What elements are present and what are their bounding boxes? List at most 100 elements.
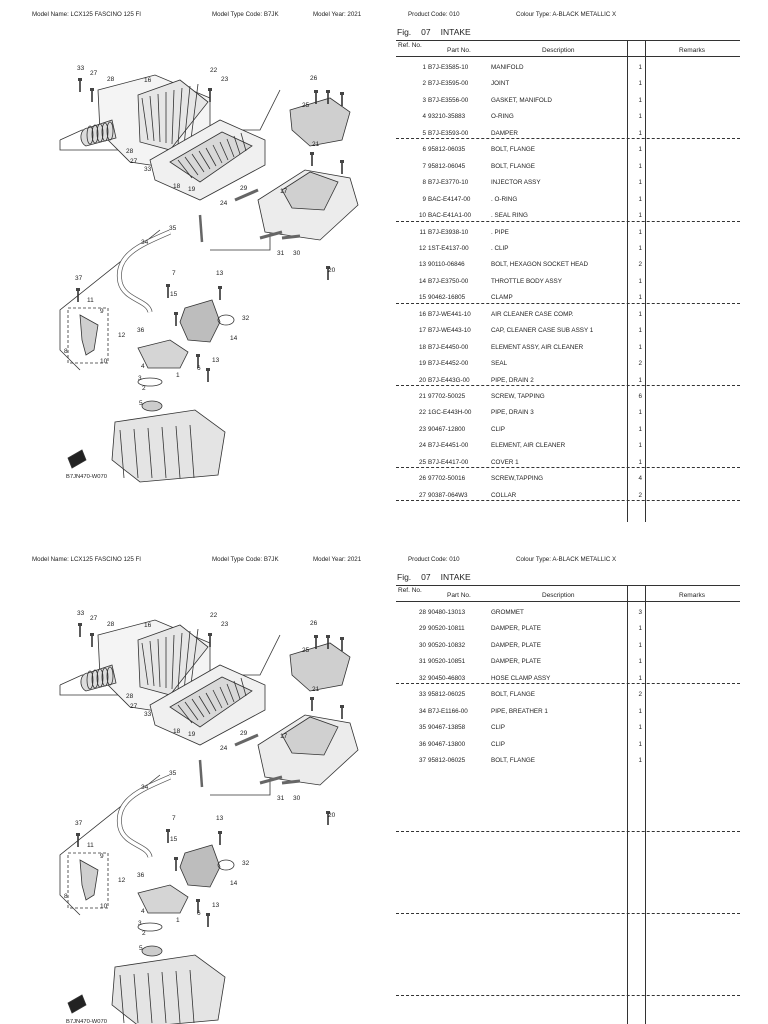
bolt-head [208, 88, 212, 91]
callout-label: 25 [302, 102, 310, 109]
callout-label: 24 [220, 745, 228, 752]
quantity: 1 [638, 757, 642, 765]
row-group-separator [396, 138, 740, 140]
quantity: 1 [638, 64, 642, 71]
callout-label: 10 [100, 903, 108, 910]
header-model-type: Model Type Code: B7JK [212, 11, 279, 18]
ref-number: 3 [422, 96, 426, 104]
quantity: 1 [638, 641, 642, 649]
cylinder-fin [189, 424, 195, 479]
cylinder-fin [161, 971, 167, 1024]
ref-number: 29 [418, 625, 426, 633]
callout-label: 36 [137, 327, 145, 334]
callout-label: 32 [242, 315, 250, 322]
ref-number: 21 [418, 393, 426, 400]
bolt-head [340, 160, 344, 163]
callout-label: 2 [142, 385, 146, 392]
part-description: DAMPER, PLATE [491, 625, 541, 633]
joint-rib [91, 124, 99, 144]
part-number: 1ST-E4137-00 [428, 244, 469, 252]
callout-label: 6 [197, 365, 201, 372]
bolt-head [90, 88, 94, 91]
callout-label: 9 [100, 308, 104, 315]
part-description: . O-RING [491, 195, 518, 203]
part-number: 90520-10832 [428, 641, 466, 649]
part-description: COLLAR [491, 491, 517, 499]
bolt-head [78, 78, 82, 81]
callout-label: 12 [118, 332, 126, 339]
bolt-head [90, 633, 94, 636]
header-part: Part No. [447, 47, 471, 54]
bolt-head [208, 633, 212, 636]
cylinder-fin [189, 969, 195, 1024]
quantity: 1 [638, 658, 642, 666]
part-number: 1GC-E443H-00 [428, 409, 472, 417]
callout-label: 27 [130, 703, 138, 710]
breather-pipe-inner [117, 230, 171, 313]
quantity: 2 [638, 360, 642, 368]
quantity: 1 [638, 277, 642, 285]
part-description: PIPE, DRAIN 3 [491, 409, 534, 417]
quantity: 3 [638, 609, 642, 616]
quantity: 1 [638, 327, 642, 335]
part-number: B7J-E3750-00 [428, 277, 469, 285]
callout-label: 29 [240, 185, 248, 192]
joint-rib [106, 121, 114, 141]
callout-label: 14 [230, 335, 238, 342]
part-description: BOLT, HEXAGON SOCKET HEAD [491, 261, 589, 269]
header-colour-type: Colour Type: A-BLACK METALLIC X [516, 556, 617, 563]
bolt-head [206, 368, 210, 371]
cap-inner [281, 171, 339, 211]
part-description: SCREW, TAPPING [491, 393, 545, 400]
part-number: 95812-06035 [428, 146, 466, 154]
ref-number: 17 [418, 327, 426, 335]
cylinder-fin [147, 427, 153, 479]
quantity: 1 [638, 96, 642, 104]
callout-label: 37 [75, 275, 83, 282]
ref-number: 24 [418, 442, 426, 450]
ref-number: 19 [418, 360, 426, 368]
quantity: 1 [638, 376, 642, 384]
cylinder-fin [161, 426, 167, 479]
bolt-head [310, 152, 314, 155]
callout-label: 37 [75, 820, 83, 827]
quantity: 1 [638, 146, 642, 154]
callout-label: 3 [138, 920, 142, 927]
part-description: MANIFOLD [491, 64, 524, 71]
header-desc: Description [542, 592, 575, 599]
bolt-head [78, 623, 82, 626]
mesh-line [183, 630, 191, 692]
header-model-year: Model Year: 2021 [313, 11, 362, 18]
part-number: B7J-E3770-10 [428, 179, 469, 187]
header-ref: Ref. No. [398, 587, 422, 594]
part-description: CLIP [491, 740, 505, 748]
bolt-head [174, 312, 178, 315]
bolt-head [76, 833, 80, 836]
filter-pleat [233, 680, 241, 700]
quantity: 1 [638, 80, 642, 88]
row-group-separator [396, 831, 740, 832]
part-number: BAC-E4147-00 [428, 195, 471, 203]
joint-rib [101, 667, 109, 687]
ref-number: 37 [418, 757, 426, 765]
callout-label: 27 [130, 158, 138, 165]
cylinder-fin [119, 974, 125, 1024]
callout-label: 10 [100, 358, 108, 365]
callout-label: 1 [176, 372, 180, 379]
damper-plate [234, 188, 259, 202]
part-description: ELEMENT ASSY, AIR CLEANER [491, 343, 584, 351]
quantity: 1 [638, 179, 642, 187]
callout-label: 21 [312, 686, 320, 693]
bolt-head [314, 635, 318, 638]
part-description: CAP, CLEANER CASE SUB ASSY 1 [491, 327, 594, 335]
quantity: 1 [638, 244, 642, 252]
